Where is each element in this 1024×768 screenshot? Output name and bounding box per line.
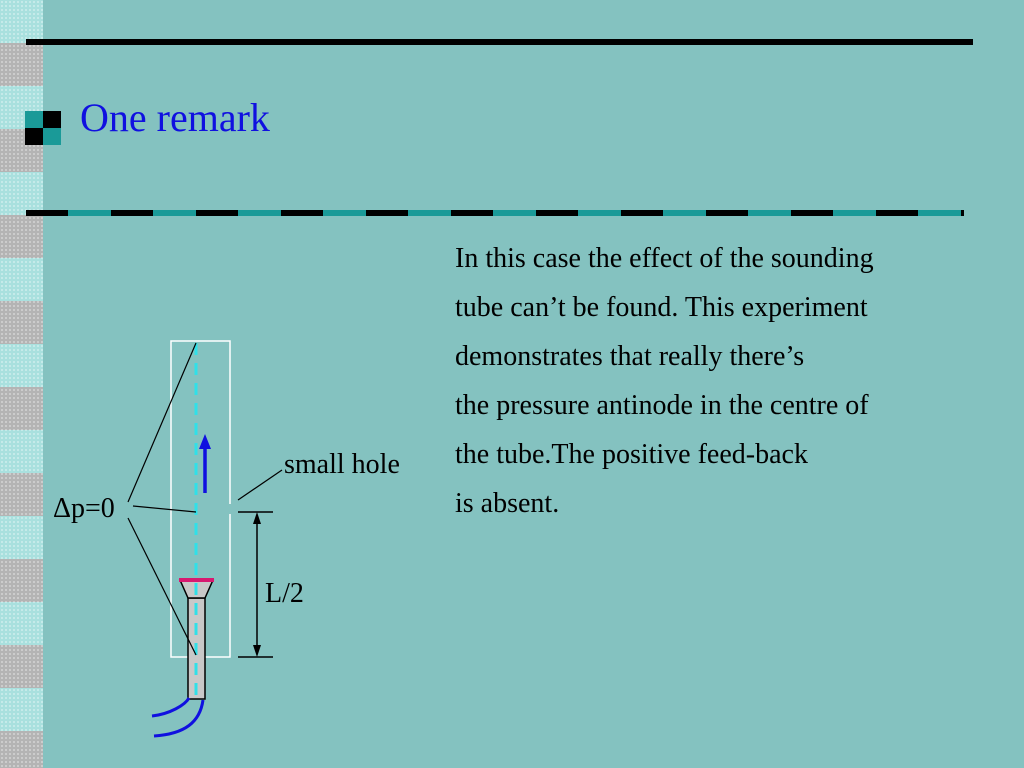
dashed-separator bbox=[26, 210, 964, 216]
blue-hose-2 bbox=[153, 699, 205, 738]
blue-hose-1 bbox=[151, 697, 191, 718]
body-line: is absent. bbox=[455, 488, 560, 519]
pointer-line-bottom bbox=[127, 517, 197, 656]
body-line: In this case the effect of the sounding bbox=[455, 243, 874, 274]
delta-p-label: Δp=0 bbox=[53, 493, 115, 524]
upward-arrow-head bbox=[199, 434, 211, 449]
small-hole-pointer bbox=[237, 469, 283, 501]
square-bullet-icon bbox=[25, 111, 61, 145]
pointer-line-mid bbox=[132, 505, 197, 513]
small-hole-label: small hole bbox=[284, 449, 400, 480]
body-line: tube can’t be found. This experiment bbox=[455, 292, 868, 323]
body-line: the tube.The positive feed-back bbox=[455, 439, 808, 470]
body-line: demonstrates that really there’s bbox=[455, 341, 805, 372]
small-hole-gap bbox=[228, 504, 232, 514]
dimension-arrow-top bbox=[253, 512, 261, 524]
top-rule bbox=[26, 39, 973, 45]
dimension-arrow-bottom bbox=[253, 645, 261, 657]
slide-title: One remark bbox=[80, 95, 270, 140]
pointer-line-top bbox=[127, 342, 197, 503]
half-length-label: L/2 bbox=[265, 578, 304, 609]
body-line: the pressure antinode in the centre of bbox=[455, 390, 869, 421]
body-paragraph: In this case the effect of the sounding … bbox=[455, 234, 995, 528]
